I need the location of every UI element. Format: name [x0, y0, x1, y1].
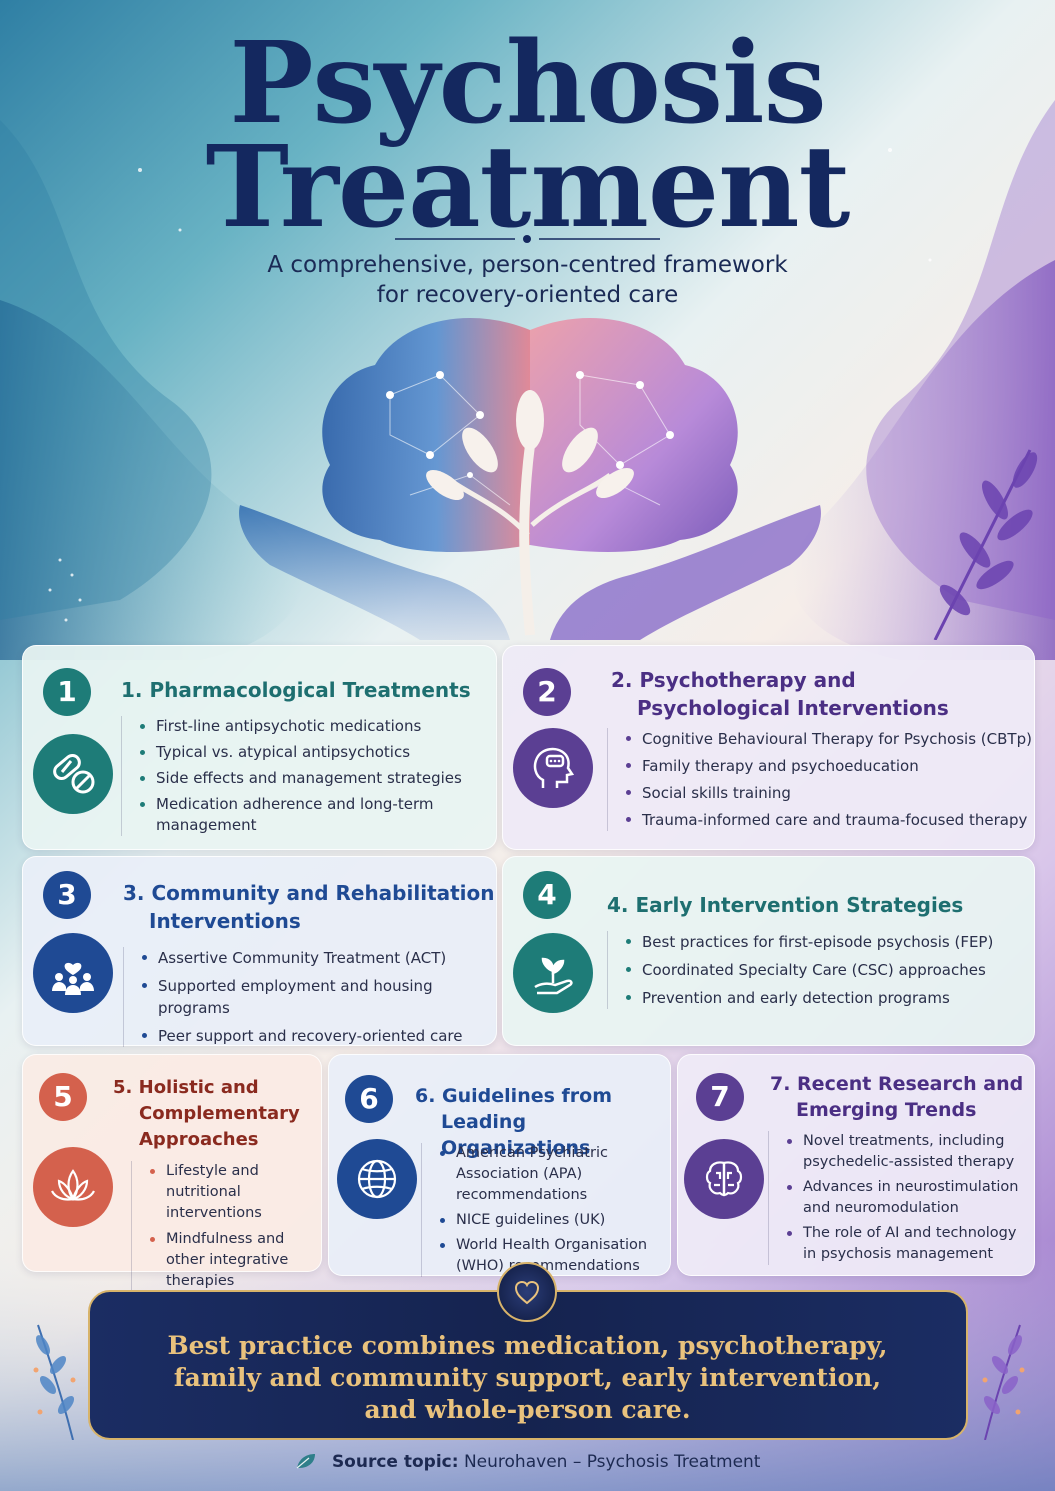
card-number: 7: [696, 1073, 744, 1121]
list-item: Novel treatments, including psychedelic-…: [785, 1131, 1025, 1173]
card-number: 4: [523, 871, 571, 919]
subtitle-line1: A comprehensive, person-centred framewor…: [267, 252, 788, 278]
card-title-line1: 7. Recent Research and: [770, 1073, 1024, 1095]
globe-icon: [337, 1139, 417, 1219]
brain-circuit-icon: [684, 1139, 764, 1219]
head-chat-icon: [513, 728, 593, 808]
card-title-line2: Psychological Interventions: [637, 696, 949, 720]
card-list: Cognitive Behavioural Therapy for Psycho…: [607, 728, 1034, 831]
pill-icon: [33, 734, 113, 814]
card-number: 6: [345, 1075, 393, 1123]
card-list: American Psychiatric Association (APA) r…: [421, 1143, 668, 1277]
heart-icon: [497, 1262, 557, 1322]
list-item: Typical vs. atypical antipsychotics: [138, 742, 468, 763]
card-number: 1: [43, 668, 91, 716]
card-title: 3. Community and Rehabilitation Interven…: [123, 879, 495, 935]
card-title: 4. Early Intervention Strategies: [607, 893, 964, 917]
source-label: Source topic:: [331, 1452, 459, 1472]
card-early-intervention: 4 4. Early Intervention Strategies Best …: [502, 856, 1035, 1046]
card-number: 3: [43, 871, 91, 919]
card-list: Assertive Community Treatment (ACT) Supp…: [123, 947, 495, 1047]
card-community: 3 3. Community and Rehabilitation Interv…: [22, 856, 497, 1047]
source-line: Source topic: Neurohaven – Psychosis Tre…: [0, 1452, 1055, 1472]
list-item: Cognitive Behavioural Therapy for Psycho…: [624, 728, 1034, 750]
list-item: World Health Organisation (WHO) recommen…: [438, 1235, 668, 1277]
card-title: 5. Holistic and Complementary Approaches: [113, 1075, 300, 1153]
left-sprig-decoration: [33, 1324, 76, 1440]
page-title-line1: Psychosis: [229, 18, 826, 149]
card-title-line1: 2. Psychotherapy and: [611, 668, 856, 692]
leaf-icon: [296, 1454, 315, 1469]
subtitle: A comprehensive, person-centred framewor…: [0, 250, 1055, 310]
list-item: Medication adherence and long-term manag…: [138, 794, 468, 836]
card-number: 5: [39, 1073, 87, 1121]
card-list: Lifestyle and nutritional interventions …: [131, 1161, 323, 1292]
list-item: Lifestyle and nutritional interventions: [148, 1161, 323, 1224]
list-item: Mindfulness and other integrative therap…: [148, 1229, 323, 1292]
page-title-line2: Treatment: [205, 122, 851, 253]
card-title-line1: 6. Guidelines from: [415, 1085, 613, 1107]
list-item: Social skills training: [624, 782, 1034, 804]
list-item: Family therapy and psychoeducation: [624, 755, 1034, 777]
card-list: Best practices for first-episode psychos…: [607, 931, 1024, 1009]
list-item: American Psychiatric Association (APA) r…: [438, 1143, 668, 1206]
card-title-line2: Complementary: [139, 1103, 300, 1124]
card-research: 7 7. Recent Research and Emerging Trends…: [677, 1054, 1035, 1276]
list-item: Peer support and recovery-oriented care: [140, 1025, 495, 1047]
card-title: 1. Pharmacological Treatments: [121, 678, 471, 702]
subtitle-line2: for recovery-oriented care: [376, 282, 679, 308]
card-list: Novel treatments, including psychedelic-…: [768, 1131, 1025, 1265]
list-item: Supported employment and housing program…: [140, 975, 495, 1019]
card-guidelines: 6 6. Guidelines from Leading Organizatio…: [328, 1054, 671, 1277]
card-psychotherapy: 2 2. Psychotherapy and Psychological Int…: [502, 645, 1035, 850]
list-item: First-line antipsychotic medications: [138, 716, 468, 737]
right-sprig-decoration: [982, 1324, 1025, 1440]
summary-line1: Best practice combines medication, psych…: [167, 1331, 888, 1360]
list-item: Advances in neurostimulation and neuromo…: [785, 1177, 1025, 1219]
card-number: 2: [523, 668, 571, 716]
card-title-line3: Approaches: [139, 1129, 259, 1150]
list-item: Assertive Community Treatment (ACT): [140, 947, 495, 969]
card-list: First-line antipsychotic medications Typ…: [121, 716, 468, 836]
list-item: Best practices for first-episode psychos…: [624, 931, 1024, 953]
card-title-line1: 3. Community and Rehabilitation: [123, 881, 495, 905]
card-title: 2. Psychotherapy and Psychological Inter…: [611, 666, 949, 722]
decorative-leaves: [933, 449, 1038, 640]
card-pharmacological: 1 1. Pharmacological Treatments First-li…: [22, 645, 497, 850]
card-title: 6. Guidelines from Leading Organizations: [415, 1083, 670, 1161]
card-title: 7. Recent Research and Emerging Trends: [770, 1071, 1023, 1123]
card-holistic: 5 5. Holistic and Complementary Approach…: [22, 1054, 322, 1292]
card-title-line2: Emerging Trends: [796, 1099, 977, 1121]
list-item: Prevention and early detection programs: [624, 987, 1024, 1009]
card-title-line2: Interventions: [149, 909, 301, 933]
source-value: Neurohaven – Psychosis Treatment: [463, 1452, 761, 1472]
list-item: Trauma-informed care and trauma-focused …: [624, 809, 1034, 831]
card-title-line2: Leading Organizations: [441, 1111, 591, 1159]
sprout-hand-icon: [513, 933, 593, 1013]
community-icon: [33, 933, 113, 1013]
brain-tree-hands-illustration: [239, 317, 821, 640]
card-title-line1: 5. Holistic and: [113, 1077, 259, 1098]
lotus-icon: [33, 1147, 113, 1227]
summary-line2: family and community support, early inte…: [173, 1363, 882, 1392]
list-item: NICE guidelines (UK): [438, 1210, 668, 1231]
title-divider: [395, 235, 660, 243]
list-item: Side effects and management strategies: [138, 768, 468, 789]
list-item: Coordinated Specialty Care (CSC) approac…: [624, 959, 1024, 981]
summary-line3: and whole-person care.: [364, 1395, 691, 1424]
list-item: The role of AI and technology in psychos…: [785, 1223, 1025, 1265]
summary-text: Best practice combines medication, psych…: [0, 1330, 1055, 1426]
